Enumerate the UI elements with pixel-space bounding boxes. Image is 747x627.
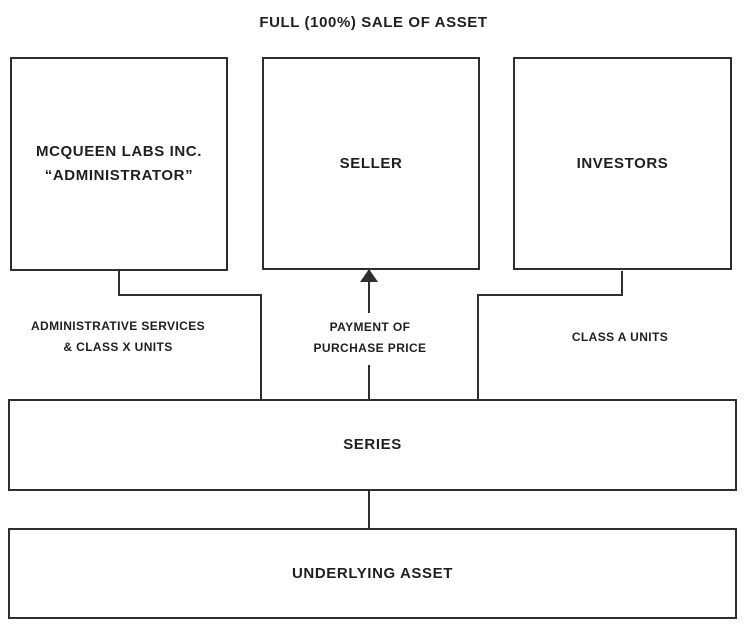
payment-line2: PURCHASE PRICE	[313, 341, 427, 355]
edge-label-administrative-services: ADMINISTRATIVE SERVICES & CLASS X UNITS	[8, 316, 228, 358]
connector-administrator-horizontal	[118, 294, 262, 296]
connector-investors-to-series	[477, 294, 479, 399]
edge-label-payment: PAYMENT OF PURCHASE PRICE	[306, 313, 434, 365]
node-administrator: MCQUEEN LABS INC. “ADMINISTRATOR”	[10, 57, 228, 271]
administrator-name: MCQUEEN LABS INC.	[35, 143, 203, 160]
arrow-up-icon	[360, 269, 378, 282]
administrative-services-line1: ADMINISTRATIVE SERVICES	[30, 319, 206, 333]
edge-label-class-a-units: CLASS A UNITS	[550, 327, 690, 348]
node-seller: SELLER	[262, 57, 480, 270]
node-series: SERIES	[8, 399, 737, 491]
node-investors: INVESTORS	[513, 57, 732, 270]
diagram-title: FULL (100%) SALE OF ASSET	[259, 14, 488, 31]
connector-series-to-underlying-asset	[368, 491, 370, 528]
administrative-services-line2: & CLASS X UNITS	[63, 340, 173, 354]
connector-administrator-down	[118, 271, 120, 296]
connector-administrator-to-series	[260, 294, 262, 399]
node-underlying-asset: UNDERLYING ASSET	[8, 528, 737, 619]
investors-label: INVESTORS	[576, 154, 669, 172]
administrator-role: “ADMINISTRATOR”	[44, 167, 194, 184]
connector-investors-horizontal	[477, 294, 623, 296]
class-a-units-text: CLASS A UNITS	[571, 330, 669, 344]
connector-investors-down	[621, 271, 623, 296]
series-label: SERIES	[343, 436, 402, 453]
payment-line1: PAYMENT OF	[329, 320, 411, 334]
underlying-asset-label: UNDERLYING ASSET	[291, 564, 453, 582]
seller-label: SELLER	[339, 154, 403, 172]
